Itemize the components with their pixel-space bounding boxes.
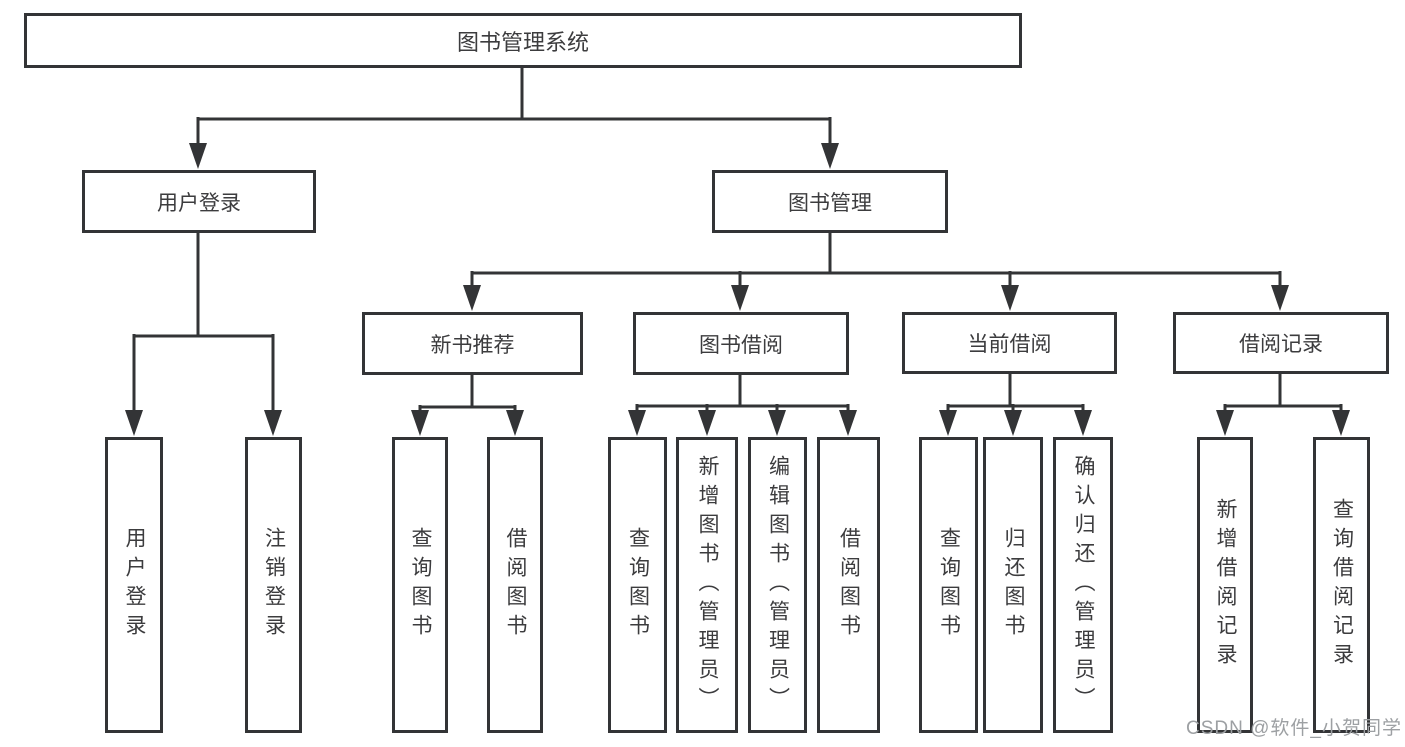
node-label: 图书借阅	[699, 333, 783, 357]
connector-book-mgmt	[470, 232, 1282, 288]
leaf-label: 归还图书	[1002, 527, 1026, 643]
arrowhead	[839, 410, 857, 436]
leaf-label: 查询图书	[937, 527, 961, 643]
arrowhead	[264, 410, 282, 436]
leaf-bb-edit-book-admin: 编辑图书（管理员）	[748, 437, 807, 733]
connector-user-login	[132, 232, 275, 413]
connector-borrow-records	[1223, 374, 1343, 413]
arrowhead	[698, 410, 716, 436]
node-book-management: 图书管理	[712, 170, 948, 233]
node-user-login: 用户登录	[82, 170, 316, 233]
leaf-cb-confirm-return-admin: 确认归还（管理员）	[1053, 437, 1113, 733]
arrowhead	[1271, 285, 1289, 311]
connector-book-borrow	[635, 374, 850, 413]
arrowhead	[1332, 410, 1350, 436]
leaf-cb-return-book: 归还图书	[983, 437, 1043, 733]
leaf-label: 编辑图书（管理员）	[766, 454, 790, 716]
leaf-label: 借阅图书	[504, 527, 528, 643]
arrowhead	[768, 410, 786, 436]
leaf-bb-query-book: 查询图书	[608, 437, 667, 733]
leaf-label: 确认归还（管理员）	[1072, 454, 1096, 716]
arrowhead	[1001, 285, 1019, 311]
node-new-book-recommend: 新书推荐	[362, 312, 583, 375]
node-label: 用户登录	[157, 191, 241, 215]
node-book-borrow: 图书借阅	[633, 312, 849, 375]
arrowhead	[1216, 410, 1234, 436]
arrowhead	[463, 285, 481, 311]
arrowhead	[189, 143, 207, 169]
arrowhead	[411, 410, 429, 436]
leaf-label: 查询借阅记录	[1330, 498, 1354, 672]
node-library-management-system: 图书管理系统	[24, 13, 1022, 68]
arrowhead	[506, 410, 524, 436]
node-label: 借阅记录	[1239, 333, 1323, 356]
leaf-bb-borrow-book: 借阅图书	[817, 437, 880, 733]
node-borrow-records: 借阅记录	[1173, 312, 1389, 374]
leaf-label: 查询图书	[409, 527, 433, 643]
leaf-bb-add-book-admin: 新增图书（管理员）	[676, 437, 738, 733]
leaf-br-query-record: 查询借阅记录	[1313, 437, 1370, 733]
leaf-label: 注销登录	[262, 527, 286, 643]
node-label: 新书推荐	[430, 333, 515, 357]
arrowhead	[1074, 410, 1092, 436]
leaf-user-login: 用户登录	[105, 437, 163, 733]
node-label: 图书管理系统	[456, 29, 589, 55]
arrowhead	[1004, 410, 1022, 436]
node-label: 图书管理	[788, 191, 872, 215]
leaf-br-add-record: 新增借阅记录	[1197, 437, 1253, 733]
node-label: 当前借阅	[967, 333, 1052, 356]
arrowhead	[125, 410, 143, 436]
leaf-cb-query-book: 查询图书	[919, 437, 978, 733]
leaf-logout-login: 注销登录	[245, 437, 302, 733]
leaf-label: 新增图书（管理员）	[696, 454, 720, 716]
arrowhead	[628, 410, 646, 436]
arrowhead	[731, 285, 749, 311]
csdn-watermark: CSDN @软件_小贺同学	[1186, 718, 1402, 739]
leaf-label: 借阅图书	[837, 527, 861, 643]
leaf-nbr-borrow-book: 借阅图书	[487, 437, 543, 733]
leaf-nbr-query-book: 查询图书	[392, 437, 448, 733]
connector-new-book-recommend	[418, 374, 517, 413]
leaf-label: 用户登录	[123, 527, 147, 643]
arrowhead	[821, 143, 839, 169]
connector-current-borrow	[946, 374, 1085, 413]
arrowhead	[939, 410, 957, 436]
leaf-label: 查询图书	[626, 527, 650, 643]
leaf-label: 新增借阅记录	[1214, 498, 1238, 672]
node-current-borrow: 当前借阅	[902, 312, 1117, 374]
connector-root	[196, 67, 832, 146]
